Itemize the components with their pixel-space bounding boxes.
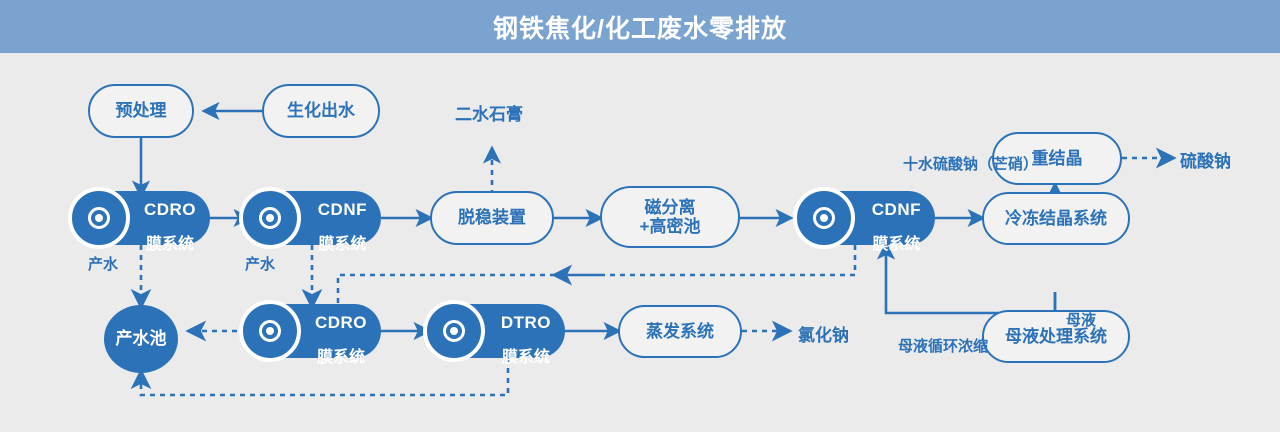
node-cdnf-membrane-system-1[interactable]: CDNF 膜系统	[239, 187, 381, 253]
label-product-water-2: 产水	[245, 256, 276, 273]
label-product-water-1: 产水	[88, 256, 119, 273]
node-label: 蒸发系统	[646, 321, 714, 341]
node-cdro-membrane-system-1[interactable]: CDRO 膜系统	[68, 187, 210, 253]
node-label-cn: 膜系统	[872, 236, 921, 254]
membrane-icon	[239, 187, 301, 249]
flowchart-canvas: 预处理 生化出水 CDRO 膜系统 CDNF 膜系统 脱稳装置	[0, 53, 1280, 432]
node-label: CDRO 膜系统	[315, 295, 367, 368]
node-dtro-membrane-system[interactable]: DTRO 膜系统	[423, 300, 565, 366]
edge-dtro1-to-pond	[130, 358, 510, 397]
node-label: 重结晶	[1031, 148, 1083, 168]
label-gypsum: 二水石膏	[455, 105, 523, 124]
node-label-en: CDRO	[143, 199, 196, 219]
node-recrystallizer[interactable]: 重结晶	[992, 132, 1122, 185]
node-destabilizer[interactable]: 脱稳装置	[430, 191, 554, 245]
node-biochemical-effluent[interactable]: 生化出水	[262, 84, 380, 138]
node-label: 产水池	[115, 329, 167, 349]
membrane-icon	[68, 187, 130, 249]
node-label: 脱稳装置	[458, 208, 526, 228]
edge-cdnf2-recycle-to-cdro2	[336, 245, 857, 305]
node-mother-liquor-system[interactable]: 母液处理系统	[982, 310, 1130, 363]
page-title: 钢铁焦化/化工废水零排放	[493, 14, 787, 43]
page-header: 钢铁焦化/化工废水零排放	[0, 0, 1280, 53]
node-label: 冷冻结晶系统	[1005, 208, 1107, 228]
node-label-en: CDRO	[314, 312, 367, 332]
flow-edges	[130, 101, 1177, 397]
node-label: DTRO 膜系统	[501, 295, 551, 368]
node-cdro-membrane-system-2[interactable]: CDRO 膜系统	[239, 300, 381, 366]
node-magnetic-separation[interactable]: 磁分离 +高密池	[600, 186, 740, 248]
node-label-en: DTRO	[500, 312, 551, 332]
node-freeze-crystallizer[interactable]: 冷冻结晶系统	[982, 192, 1130, 245]
node-label: 预处理	[115, 101, 167, 121]
label-glauber-salt: 十水硫酸钠（芒硝）	[903, 156, 1039, 173]
node-label-cn: 膜系统	[318, 236, 367, 254]
node-label: 磁分离 +高密池	[639, 197, 701, 236]
label-mother-liquor-recycle: 母液循环浓缩	[898, 338, 989, 355]
node-evaporation-system[interactable]: 蒸发系统	[618, 305, 742, 358]
label-sodium-chloride: 氯化钠	[798, 326, 849, 345]
node-cdnf-membrane-system-2[interactable]: CDNF 膜系统	[793, 187, 935, 253]
node-label: CDRO 膜系统	[144, 182, 196, 255]
membrane-icon	[793, 187, 855, 249]
node-label-cn: 膜系统	[501, 349, 550, 367]
membrane-icon	[423, 300, 485, 362]
membrane-icon	[239, 300, 301, 362]
node-label-en: CDNF	[317, 199, 367, 219]
node-label-cn: 膜系统	[316, 349, 365, 367]
edge-mother-liquor-recycle	[876, 241, 1057, 315]
node-product-water-pond[interactable]: 产水池	[104, 305, 178, 373]
label-mother-liquor: 母液	[1066, 312, 1097, 329]
node-label-en: CDNF	[871, 199, 921, 219]
node-label-cn: 膜系统	[145, 236, 194, 254]
node-label: CDNF 膜系统	[872, 182, 921, 255]
node-label: CDNF 膜系统	[318, 182, 367, 255]
node-pretreatment[interactable]: 预处理	[88, 84, 194, 138]
node-label: 生化出水	[287, 101, 355, 121]
label-sodium-sulfate: 硫酸钠	[1180, 152, 1231, 171]
